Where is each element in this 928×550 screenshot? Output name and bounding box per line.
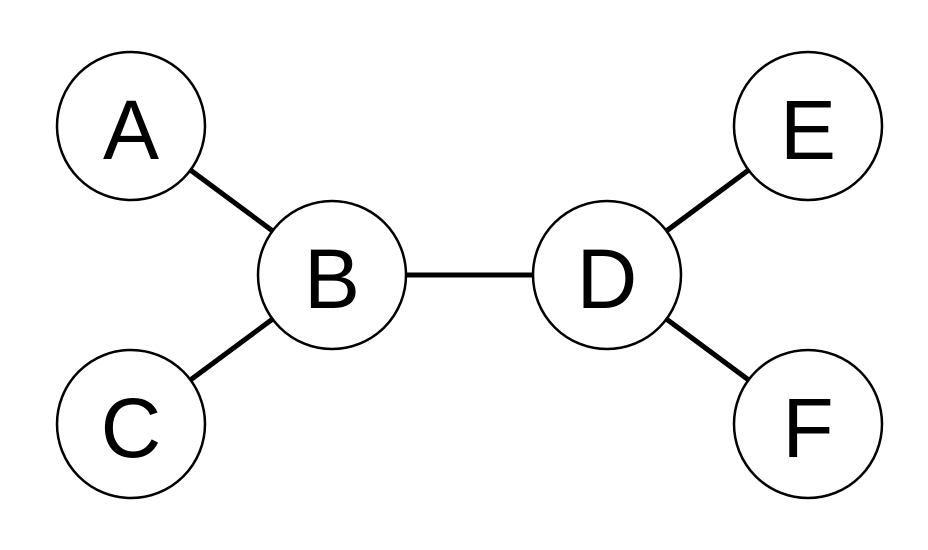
node-c: C <box>55 348 207 500</box>
node-label-e: E <box>780 83 836 177</box>
edge-c-b <box>188 317 275 382</box>
node-e: E <box>732 50 884 202</box>
node-circle-d <box>531 199 683 351</box>
edges-layer <box>188 168 751 382</box>
node-circle-e <box>732 50 884 202</box>
edge-d-e <box>664 168 751 233</box>
edge-d-f <box>664 317 751 382</box>
node-circle-c <box>55 348 207 500</box>
node-label-c: C <box>101 381 162 475</box>
node-a: A <box>55 50 207 202</box>
node-circle-b <box>256 199 408 351</box>
node-b: B <box>256 199 408 351</box>
edge-a-b <box>188 168 275 233</box>
nodes-layer: A B C D E F <box>55 50 884 500</box>
node-circle-a <box>55 50 207 202</box>
node-label-b: B <box>304 232 360 326</box>
node-label-a: A <box>103 83 159 177</box>
node-circle-f <box>732 348 884 500</box>
node-d: D <box>531 199 683 351</box>
node-label-f: F <box>782 381 833 475</box>
node-label-d: D <box>577 232 638 326</box>
node-f: F <box>732 348 884 500</box>
